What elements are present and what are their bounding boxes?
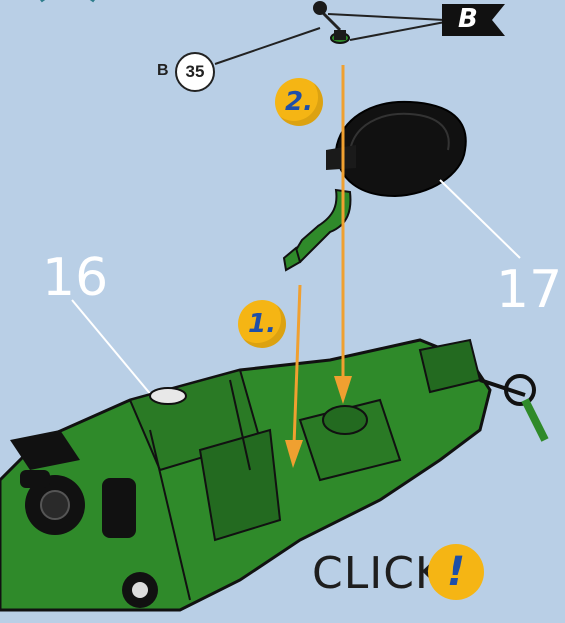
- exclamation-icon: !: [428, 544, 484, 600]
- step-badge-2: 2.: [275, 78, 323, 126]
- parts-count-badge: 35: [175, 52, 215, 92]
- callout-line-16: [72, 300, 152, 396]
- flag-line-a: [328, 14, 445, 20]
- flag-letter: B: [458, 4, 478, 34]
- callout-line-35: [215, 28, 320, 64]
- flag-line-b: [350, 22, 445, 40]
- peg-part-35: [313, 1, 349, 43]
- click-instruction: CLICK: [312, 548, 445, 599]
- part-number-17: 17: [496, 264, 562, 316]
- callout-line-17: [440, 180, 520, 258]
- insert-arrow-step-2: [334, 65, 352, 404]
- part-number-16: 16: [42, 252, 108, 304]
- parts-bag-letter: B: [157, 62, 169, 80]
- step-badge-1: 1.: [238, 300, 286, 348]
- seat-part-17: [284, 102, 466, 270]
